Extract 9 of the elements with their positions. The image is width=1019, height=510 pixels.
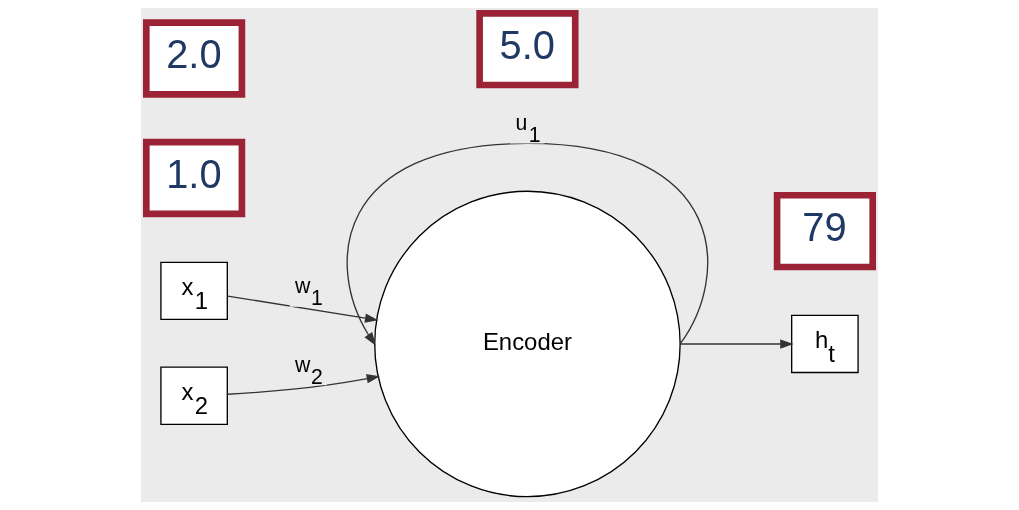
arrow (226, 374, 380, 395)
node-box: 79 (773, 191, 876, 271)
arrow (679, 339, 794, 349)
node-box: 2.0 (143, 19, 246, 98)
node-box: 1.0 (143, 138, 246, 218)
arrow (227, 295, 379, 323)
arrow (346, 142, 709, 346)
node-circle: Encoder (374, 190, 681, 498)
node-box: 5.0 (476, 10, 579, 89)
